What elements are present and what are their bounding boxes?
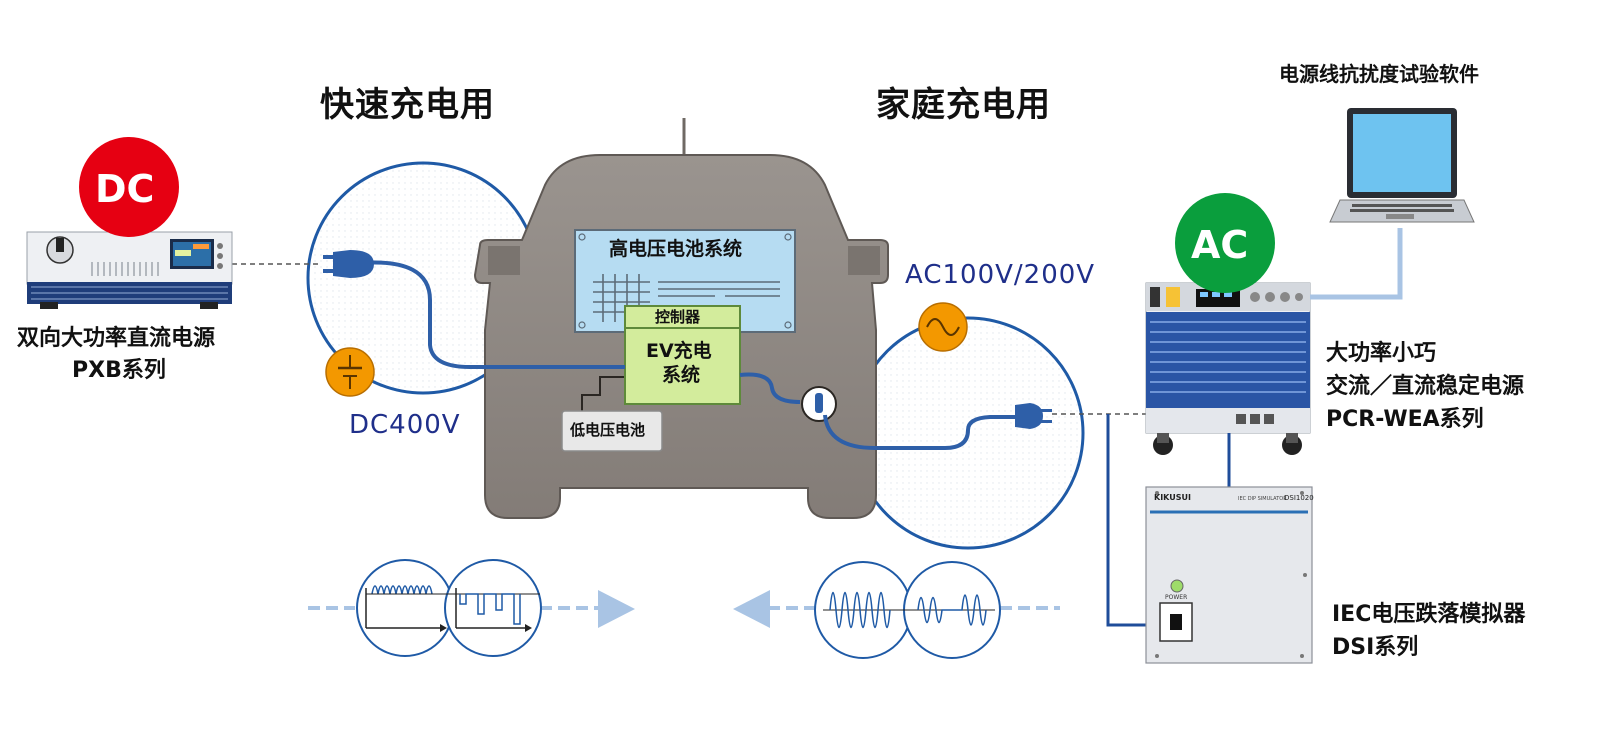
low-voltage-battery-box (561, 410, 663, 452)
ac-badge-circle (1175, 193, 1275, 293)
dsi-model-text: DSI1020 (1284, 494, 1314, 502)
dsi-device-image (1145, 486, 1313, 664)
ac-sine-icon (918, 302, 968, 352)
ev-charge-label-2: 系统 (662, 364, 701, 386)
dsi-power-text: POWER (1165, 594, 1188, 601)
dc-cable (323, 250, 625, 369)
low-battery-wiring (581, 376, 625, 412)
dsi-brand-text: KIKUSUI (1154, 493, 1191, 502)
battery-system-label: 高电压电池系统 (609, 238, 743, 260)
dc-symbol-icon (325, 347, 375, 397)
software-label: 电源线抗扰度试验软件 (1279, 62, 1479, 86)
dsi-caption-text: IEC DIP SIMULATOR (1238, 496, 1287, 502)
ac-waveform-illustration (733, 561, 1060, 659)
laptop-link-cable (1310, 228, 1403, 300)
pcr-label-line3: PCR-WEA系列 (1326, 407, 1484, 432)
dc-voltage-label: DC400V (349, 410, 461, 440)
dsi-label-line1: IEC电压跌落模拟器 (1332, 602, 1526, 627)
dc-badge-label: DC (95, 167, 155, 211)
ev-charge-label-1: EV充电 (646, 340, 712, 362)
controller-label: 控制器 (655, 308, 701, 326)
laptop-icon (1329, 108, 1475, 223)
pcr-label-line1: 大功率小巧 (1326, 341, 1437, 366)
pxb-device-image (26, 231, 233, 309)
heading-fast-charge: 快速充电用 (320, 85, 495, 125)
low-voltage-battery-label: 低电压电池 (570, 421, 646, 439)
dsi-signal-line (1106, 414, 1146, 627)
ev-charge-unit (624, 305, 741, 405)
pxb-label-line2: PXB系列 (72, 358, 166, 383)
pcr-label-line2: 交流／直流稳定电源 (1326, 374, 1525, 399)
ac-voltage-label: AC100V/200V (905, 260, 1096, 290)
pcr-wea-device-image (1145, 282, 1311, 455)
ac-cable (739, 372, 1052, 450)
pxb-label-line1: 双向大功率直流电源 (17, 326, 216, 351)
ac-badge-label: AC (1191, 223, 1249, 267)
dc-badge-circle (79, 137, 179, 237)
heading-home-charge: 家庭充电用 (876, 85, 1051, 125)
dc-waveform-illustration (308, 559, 635, 657)
dsi-label-line2: DSI系列 (1332, 635, 1419, 660)
